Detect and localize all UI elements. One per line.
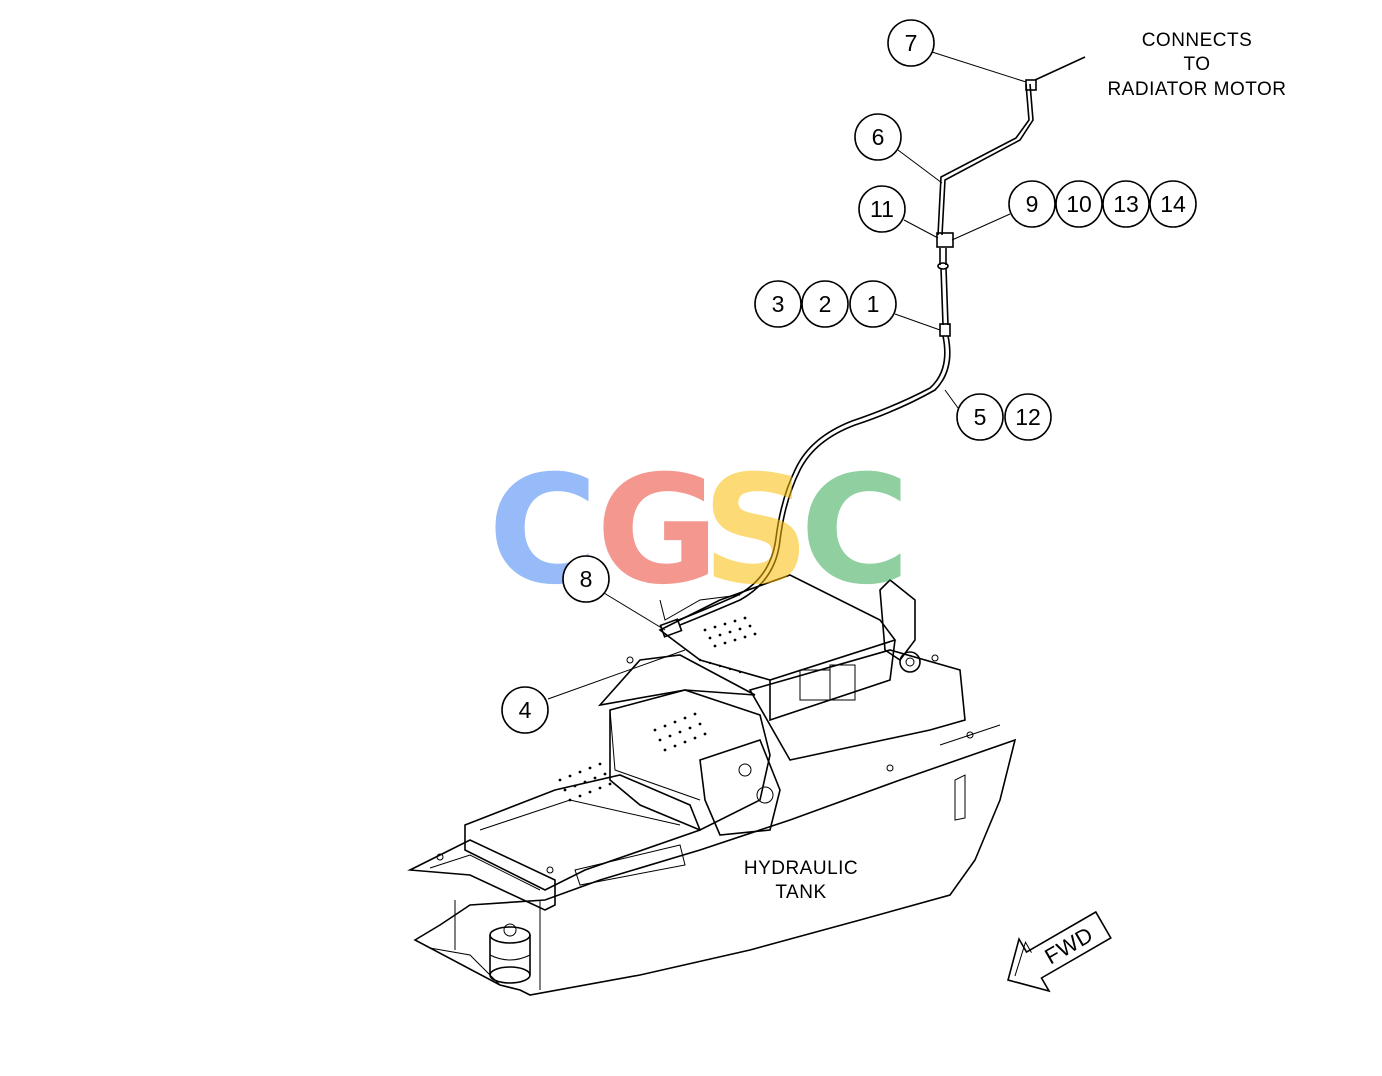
callout-9-number: 9 — [1026, 191, 1039, 217]
tank-label-line1: HYDRAULIC — [744, 858, 858, 879]
callout-3-number: 3 — [772, 291, 785, 317]
hydraulic-tank-drawing — [407, 574, 1017, 996]
callout-6[interactable]: 6 — [854, 113, 902, 161]
callout-13-number: 13 — [1113, 191, 1139, 217]
callout-14[interactable]: 14 — [1149, 180, 1197, 228]
callout-7-number: 7 — [905, 30, 918, 56]
callout-1-number: 1 — [867, 291, 880, 317]
watermark-logo: C G S C — [488, 444, 910, 618]
watermark-letter-3: S — [702, 444, 810, 618]
callout-8[interactable]: 8 — [562, 555, 610, 603]
hose-assembly — [659, 56, 1086, 638]
callout-12-number: 12 — [1015, 404, 1041, 430]
leader-lines — [547, 51, 1027, 700]
callout-7[interactable]: 7 — [887, 19, 935, 67]
callout-14-number: 14 — [1160, 191, 1186, 217]
connects-label-line3: RADIATOR MOTOR — [1107, 79, 1286, 100]
callout-10[interactable]: 10 — [1055, 180, 1103, 228]
watermark-letter-4: C — [800, 444, 910, 618]
callout-10-number: 10 — [1066, 191, 1092, 217]
callout-3[interactable]: 3 — [754, 280, 802, 328]
callout-11[interactable]: 11 — [858, 185, 906, 233]
callout-1[interactable]: 1 — [849, 280, 897, 328]
callout-13[interactable]: 13 — [1102, 180, 1150, 228]
callout-2[interactable]: 2 — [801, 280, 849, 328]
callout-12[interactable]: 12 — [1004, 393, 1052, 441]
connects-label-line2: TO — [1183, 54, 1210, 75]
callout-5[interactable]: 5 — [956, 393, 1004, 441]
callout-2-number: 2 — [819, 291, 832, 317]
tank-label-line2: TANK — [775, 882, 826, 903]
watermark-letter-2: G — [596, 444, 719, 618]
callout-6-number: 6 — [872, 124, 885, 150]
callout-9[interactable]: 9 — [1008, 180, 1056, 228]
callout-4[interactable]: 4 — [501, 686, 549, 734]
callout-8-number: 8 — [580, 566, 593, 592]
callout-4-number: 4 — [519, 697, 532, 723]
callout-11-number: 11 — [870, 196, 894, 222]
callout-5-number: 5 — [974, 404, 987, 430]
fwd-arrow: FWD — [1007, 910, 1112, 993]
connects-label-line1: CONNECTS — [1142, 30, 1253, 51]
